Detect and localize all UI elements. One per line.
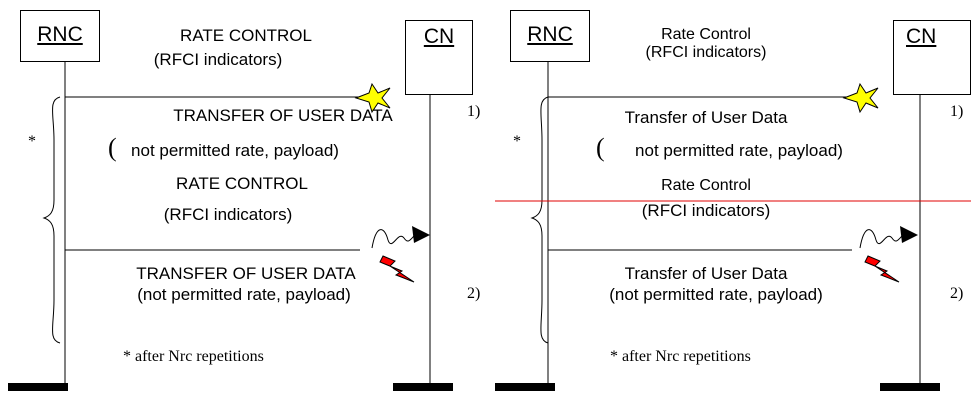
left-cn-label: CN — [423, 25, 455, 48]
left-step-2: 2) — [467, 285, 481, 302]
left-repetition-brace — [42, 96, 61, 344]
left-step-1: 1) — [467, 103, 481, 120]
right-wave-icon — [859, 229, 903, 249]
right-rate-control-1-sub: (RFCI indicators) — [645, 44, 767, 61]
right-panel — [495, 62, 971, 391]
left-transfer-2-sub: (not permitted rate, payload) — [137, 285, 351, 304]
right-rnc-baseline — [495, 383, 555, 391]
left-asterisk: * — [28, 133, 36, 150]
right-cn-label: CN — [906, 25, 937, 48]
right-asterisk: * — [513, 133, 521, 150]
left-cn-box: CN — [405, 20, 473, 95]
left-rate-control-1-title: RATE CONTROL — [180, 26, 312, 45]
right-step-1: 1) — [950, 103, 964, 120]
left-arrowhead-icon — [412, 226, 430, 243]
right-repetition-brace — [530, 96, 549, 344]
left-rate-control-2-sub: (RFCI indicators) — [163, 205, 293, 224]
right-transfer-2-title: Transfer of User Data — [624, 264, 788, 283]
left-rate-control-1-sub: (RFCI indicators) — [153, 50, 283, 69]
left-rate-control-2-title: RATE CONTROL — [176, 174, 308, 193]
right-step-2: 2) — [950, 285, 964, 302]
left-rnc-label: RNC — [37, 23, 83, 46]
right-rnc-label: RNC — [527, 23, 573, 46]
left-cn-baseline — [393, 383, 453, 391]
left-transfer-1-title: TRANSFER OF USER DATA — [173, 106, 393, 125]
right-arrowhead-icon — [900, 226, 918, 243]
right-rnc-box: RNC — [510, 10, 590, 62]
left-transfer-1-paren: ( — [108, 133, 117, 162]
left-transfer-1-sub: not permitted rate, payload) — [131, 141, 339, 160]
left-failure-star-icon — [354, 82, 391, 114]
right-transfer-1-title: Transfer of User Data — [624, 108, 788, 127]
left-rnc-box: RNC — [20, 10, 100, 62]
left-rnc-baseline — [8, 383, 68, 391]
right-failure-star-icon — [842, 82, 879, 114]
right-transfer-2-sub: (not permitted rate, payload) — [609, 285, 823, 304]
left-lightning-icon — [379, 255, 415, 283]
right-lightning-icon — [864, 255, 900, 283]
left-footnote: * after Nrc repetitions — [123, 348, 264, 365]
right-cn-baseline — [880, 383, 940, 391]
right-footnote: * after Nrc repetitions — [610, 348, 751, 365]
right-cn-box: CN — [893, 20, 971, 95]
right-rate-control-1-title: Rate Control — [661, 26, 751, 43]
left-transfer-2-title: TRANSFER OF USER DATA — [136, 264, 356, 283]
right-transfer-1-sub: not permitted rate, payload) — [635, 141, 843, 160]
left-wave-icon — [371, 229, 415, 249]
right-transfer-1-paren: ( — [596, 133, 605, 162]
right-rate-control-2-title: Rate Control — [661, 177, 751, 194]
left-panel — [8, 62, 453, 391]
right-rate-control-2-sub: (RFCI indicators) — [641, 201, 771, 220]
